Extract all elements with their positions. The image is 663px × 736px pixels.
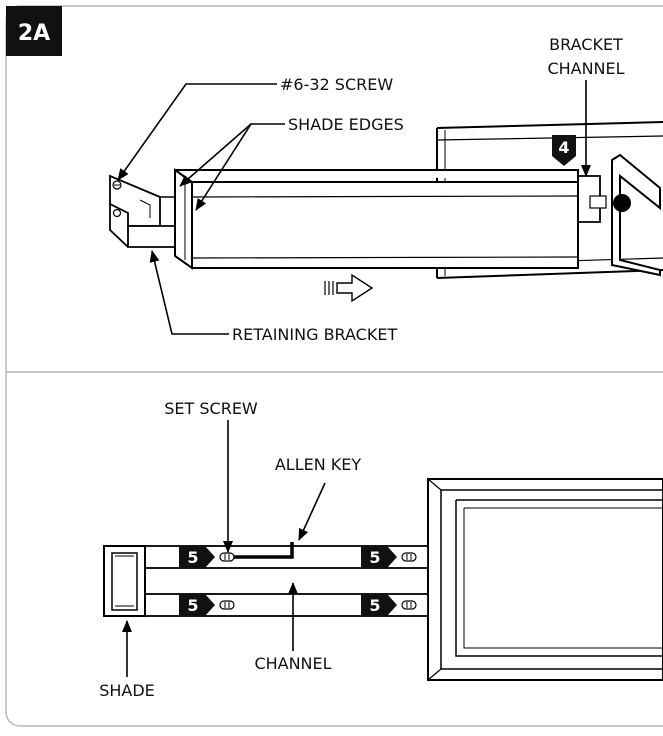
callout-lines-bottom [122,420,326,677]
label-bracket-channel-line1: BRACKET [549,35,623,54]
step-5-marker-lower-right: 5 [361,594,397,616]
step-5-marker-lower-left: 5 [179,594,215,616]
headrail-frame [427,478,663,681]
push-direction-arrow-icon [324,273,374,303]
step-5-number-2: 5 [187,596,198,615]
label-retaining-bracket: RETAINING BRACKET [232,325,397,344]
figure-badge [6,6,62,56]
label-shade: SHADE [99,681,155,700]
step-5-marker-upper-right: 5 [361,546,397,568]
set-screw-hex-detail [224,554,412,608]
label-bracket-channel-line2: CHANNEL [547,59,624,78]
figure-id: 2A [18,21,50,46]
callout-lines-top [117,80,591,335]
label-channel: CHANNEL [254,654,331,673]
screw-icon [112,180,122,218]
step-5-number-4: 5 [369,596,380,615]
step-4-number: 4 [558,138,569,157]
shade-body [174,168,579,270]
step-5-number-1: 5 [187,548,198,567]
panel-frame [5,5,663,727]
label-screw: #6-32 SCREW [280,75,393,94]
bracket-channel-clip [575,153,661,277]
step-5-number-3: 5 [369,548,380,567]
step-5-marker-upper-left: 5 [179,546,215,568]
shade-end [103,545,146,617]
label-set-screw: SET SCREW [164,399,258,418]
allen-key-icon [234,542,294,559]
label-shade-edges: SHADE EDGES [288,115,404,134]
label-allen-key: ALLEN KEY [275,455,362,474]
set-screw-icon [219,552,417,610]
step-4-marker: 4 [552,135,576,166]
